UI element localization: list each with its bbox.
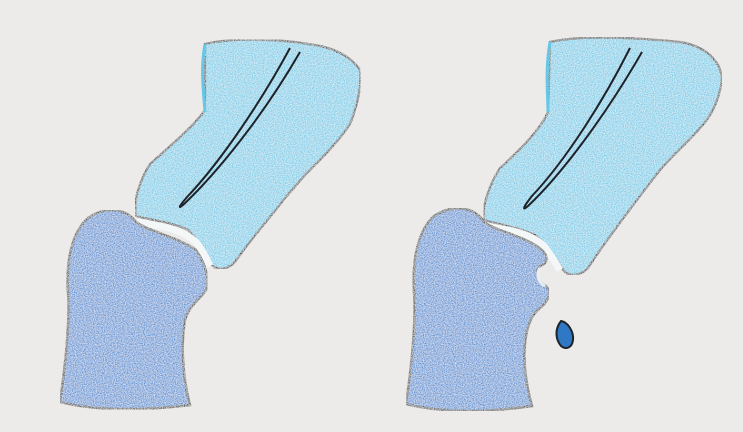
figure-stage [0, 0, 743, 432]
joint-diagram [0, 0, 743, 432]
